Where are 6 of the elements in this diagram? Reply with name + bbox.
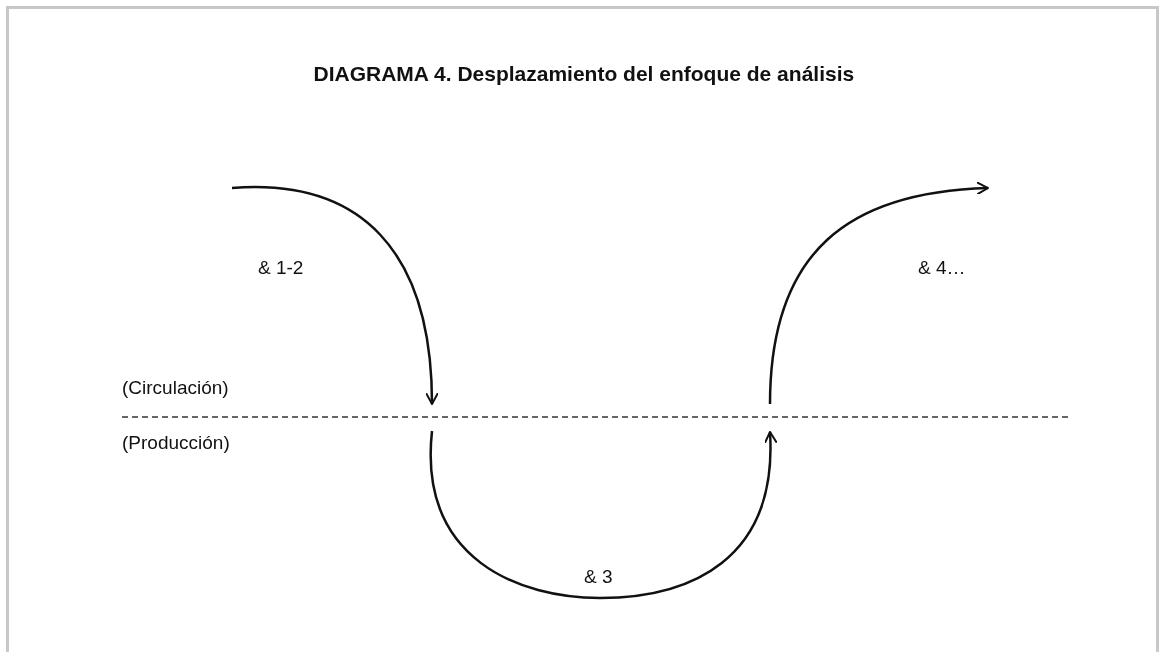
stage-label: & 3 — [584, 566, 613, 588]
sphere-label: (Producción) — [122, 432, 230, 454]
stage-label: & 1-2 — [258, 257, 304, 279]
diagram-title: DIAGRAMA 4. Desplazamiento del enfoque de análisis — [313, 62, 855, 86]
stage-label: & 4… — [918, 257, 966, 279]
sphere-label: (Circulación) — [122, 377, 229, 399]
